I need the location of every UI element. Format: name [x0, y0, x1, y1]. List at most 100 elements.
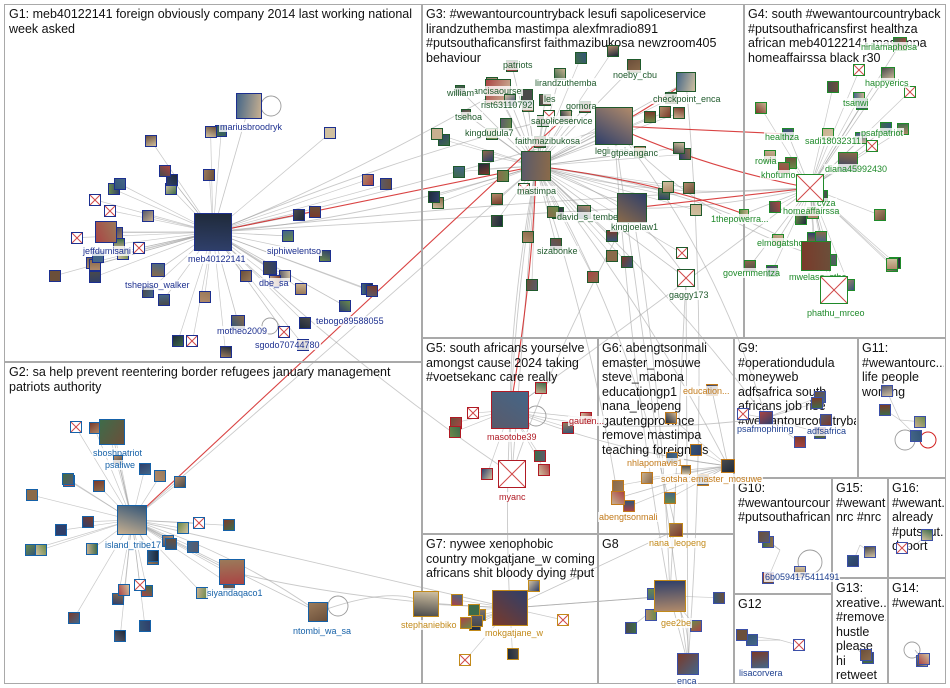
vertex-avatar[interactable] — [187, 541, 200, 554]
vertex-avatar[interactable] — [574, 52, 587, 65]
group-panel-g2[interactable] — [4, 362, 422, 684]
group-panel-g12[interactable] — [734, 594, 832, 684]
vertex-avatar[interactable] — [173, 476, 186, 488]
group-panel-g6[interactable] — [598, 338, 734, 534]
vertex-avatar[interactable] — [452, 165, 465, 178]
vertex-avatar[interactable] — [506, 648, 519, 661]
vertex-avatar[interactable] — [172, 334, 184, 347]
vertex-avatar[interactable] — [154, 469, 167, 482]
vertex-avatar[interactable] — [55, 524, 68, 537]
vertex-myanc[interactable] — [498, 460, 526, 488]
vertex-mokgatjane_w[interactable] — [492, 590, 528, 626]
group-panel-g14[interactable] — [888, 578, 946, 684]
vertex-avatar[interactable] — [826, 80, 839, 93]
vertex-avatar[interactable] — [157, 293, 170, 306]
vertex-avatar[interactable] — [92, 479, 105, 492]
vertex-avatar-empty[interactable] — [793, 639, 806, 652]
vertex-avatar[interactable] — [690, 443, 703, 456]
vertex-tebogo89588055[interactable] — [339, 300, 351, 312]
vertex-avatar[interactable] — [450, 593, 463, 606]
vertex-avatar-empty[interactable] — [186, 335, 199, 348]
vertex-avatar-empty[interactable] — [193, 517, 206, 530]
vertex-avatar-empty[interactable] — [895, 542, 908, 555]
vertex-avatar[interactable] — [219, 345, 232, 358]
vertex-avatar[interactable] — [428, 190, 441, 203]
vertex-avatar[interactable] — [497, 170, 510, 183]
vertex-avatar[interactable] — [86, 542, 99, 555]
vertex-avatar[interactable] — [606, 44, 619, 57]
vertex-avatar[interactable] — [481, 149, 494, 162]
vertex-avatar[interactable] — [361, 173, 374, 186]
vertex-avatar[interactable] — [611, 479, 624, 492]
vertex-avatar[interactable] — [49, 269, 62, 282]
vertex-avatar[interactable] — [365, 285, 378, 298]
group-panel-g8[interactable] — [598, 534, 734, 684]
vertex-avatar[interactable] — [587, 271, 600, 284]
vertex-ntombi_wa_sa[interactable] — [308, 602, 328, 622]
vertex-avatar[interactable] — [641, 472, 654, 485]
vertex-avatar[interactable] — [527, 579, 540, 592]
group-panel-g3[interactable] — [422, 4, 744, 338]
vertex-avatar[interactable] — [623, 500, 636, 513]
vertex-avatar-empty[interactable] — [853, 64, 866, 77]
vertex-avatar[interactable] — [177, 522, 190, 535]
vertex-masotobe39[interactable] — [491, 391, 529, 429]
vertex-avatar[interactable] — [141, 210, 154, 223]
vertex-avatar[interactable] — [309, 205, 322, 218]
vertex-avatar[interactable] — [203, 169, 216, 182]
vertex-avatar[interactable] — [921, 529, 934, 542]
vertex-tshepiso_walker[interactable] — [151, 263, 165, 277]
vertex-phathu_mrceo[interactable] — [820, 276, 848, 304]
vertex-avatar[interactable] — [662, 181, 675, 194]
vertex-siphiwelentso[interactable] — [282, 230, 294, 242]
group-panel-g16[interactable] — [888, 478, 946, 578]
group-panel-g11[interactable] — [858, 338, 946, 478]
vertex-avatar[interactable] — [886, 257, 899, 270]
vertex-avatar[interactable] — [204, 126, 217, 139]
vertex-avatar[interactable] — [522, 231, 535, 244]
vertex-avatar[interactable] — [138, 463, 151, 476]
vertex-avatar[interactable] — [68, 611, 81, 624]
vertex-avatar-empty[interactable] — [675, 247, 688, 260]
vertex-lisacorvera[interactable] — [751, 651, 769, 669]
vertex-siyandaqaco1[interactable] — [219, 559, 245, 585]
vertex-mastimpa[interactable] — [521, 151, 551, 181]
vertex-nana_leopeng[interactable] — [669, 523, 683, 537]
vertex-avatar-empty[interactable] — [104, 204, 117, 217]
vertex-avatar[interactable] — [165, 537, 178, 550]
vertex-avatar-empty[interactable] — [71, 231, 84, 244]
vertex-psafmophiring[interactable] — [759, 411, 773, 425]
vertex-avatar[interactable] — [324, 127, 337, 140]
vertex-kingjoelaw1[interactable] — [617, 193, 647, 223]
vertex-avatar[interactable] — [793, 436, 806, 449]
vertex-avatar-empty[interactable] — [69, 421, 82, 434]
vertex-avatar-empty[interactable] — [866, 139, 879, 152]
vertex-avatar[interactable] — [61, 472, 74, 485]
group-panel-g5[interactable] — [422, 338, 598, 534]
vertex-avatar[interactable] — [478, 162, 491, 175]
vertex-avatar[interactable] — [644, 111, 657, 124]
vertex-adfsafrica[interactable] — [820, 414, 832, 426]
vertex-avatar[interactable] — [481, 468, 494, 481]
vertex-avatar-empty[interactable] — [89, 193, 102, 206]
vertex-abengtsonmali[interactable] — [611, 491, 625, 505]
vertex-avatar[interactable] — [111, 592, 124, 605]
vertex-leginaah[interactable] — [595, 107, 633, 145]
vertex-avatar[interactable] — [917, 653, 930, 666]
vertex-avatar[interactable] — [880, 384, 893, 397]
vertex-mariusbroodryk[interactable] — [236, 93, 262, 119]
vertex-avatar-empty[interactable] — [133, 242, 146, 255]
group-panel-g1[interactable] — [4, 4, 422, 362]
vertex-avatar[interactable] — [490, 215, 503, 228]
vertex-avatar[interactable] — [757, 531, 770, 544]
vertex-avatar[interactable] — [673, 141, 686, 154]
vertex-sboshpatriot[interactable] — [99, 419, 125, 445]
vertex-avatar-empty[interactable] — [467, 407, 480, 420]
vertex-avatar[interactable] — [534, 450, 547, 463]
vertex-avatar[interactable] — [89, 270, 102, 283]
vertex-avatar[interactable] — [538, 463, 551, 476]
vertex-stephaniebiko[interactable] — [413, 591, 439, 617]
vertex-avatar-empty[interactable] — [557, 614, 570, 627]
vertex-avatar[interactable] — [114, 178, 127, 191]
